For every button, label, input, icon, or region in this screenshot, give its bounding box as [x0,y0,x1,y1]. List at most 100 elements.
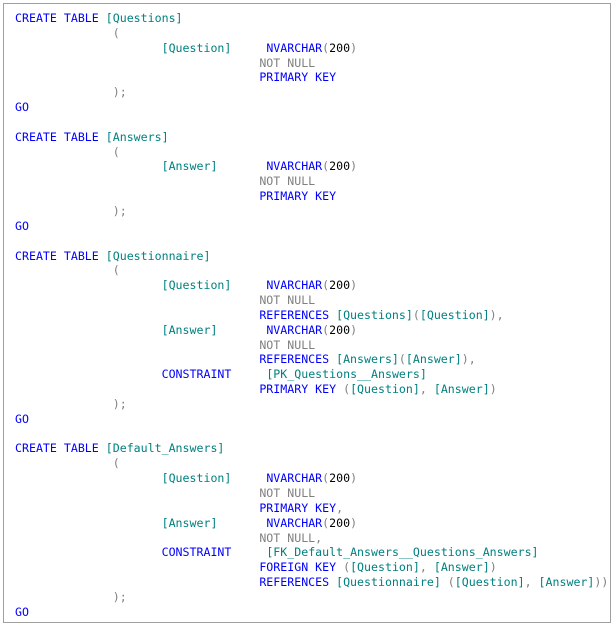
code-line: [Answer] NVARCHAR(200) [15,159,608,174]
code-token: CREATE TABLE [15,129,106,144]
code-token: 200 [329,278,351,293]
code-line: CREATE TABLE [Questions] [15,11,608,26]
code-token: ( [322,322,330,337]
code-token: NOT NULL [259,337,316,352]
code-token: ); [15,85,127,100]
code-token [15,382,259,396]
code-line: REFERENCES [Questions]([Question]), [15,308,608,323]
code-token: NVARCHAR [266,40,323,55]
code-token [15,278,162,292]
code-token [15,560,259,574]
code-token: REFERENCES [259,352,337,367]
code-line: REFERENCES [Answers]([Answer]), [15,352,608,367]
code-token: ) [350,322,358,337]
code-token: [Question] [161,278,232,293]
code-line: REFERENCES [Questionnaire] ([Question], … [15,575,608,590]
code-line: NOT NULL [15,293,608,308]
code-line: CONSTRAINT [PK_Questions__Answers] [15,367,608,382]
code-panel: CREATE TABLE [Questions] ( [Question] NV… [3,3,611,623]
code-line: [Question] NVARCHAR(200) [15,278,608,293]
code-line: GO [15,100,608,115]
code-line: PRIMARY KEY, [15,501,608,516]
code-token: ); [15,203,127,218]
code-token: 200 [329,159,351,174]
code-token: ) [601,575,609,590]
code-token: ( [322,278,330,293]
code-token: NOT NULL [259,55,316,70]
code-line: NOT NULL [15,56,608,71]
code-token: ( [398,352,406,367]
code-token: [Question] [161,40,232,55]
code-token [15,189,259,203]
code-token: ( [15,263,120,278]
code-token: ( [322,471,330,486]
code-token [15,501,259,515]
code-token: ) [350,278,358,293]
code-token: ) [594,575,602,590]
code-line: ( [15,26,608,41]
code-token: ) [350,471,358,486]
code-token: PRIMARY KEY [259,382,344,397]
code-token: [Question] [454,575,525,590]
code-token [231,41,266,55]
code-token: [Question] [161,471,232,486]
code-token: NVARCHAR [266,278,323,293]
code-line: [Question] NVARCHAR(200) [15,471,608,486]
code-token [15,56,259,70]
code-line: NOT NULL [15,486,608,501]
code-token [231,471,266,485]
code-token [15,516,162,530]
code-token: NOT NULL [259,174,316,189]
code-line [15,234,608,249]
code-token [15,174,259,188]
code-line: CONSTRAINT [FK_Default_Answers__Question… [15,545,608,560]
code-token: 200 [329,322,351,337]
code-token: [Answer] [433,560,490,575]
code-token: NOT NULL [259,293,316,308]
code-token: CONSTRAINT [161,367,232,382]
code-line: NOT NULL [15,338,608,353]
code-token: ) [489,382,497,397]
code-token [231,367,266,381]
code-token: NVARCHAR [266,322,323,337]
code-token: ( [412,307,420,322]
code-token [231,545,266,559]
code-line: [Answer] NVARCHAR(200) [15,323,608,338]
code-token: GO [15,100,29,115]
code-line: ); [15,85,608,100]
code-token [15,308,259,322]
code-token: REFERENCES [259,575,337,590]
code-token [15,575,259,589]
code-token [15,338,259,352]
code-token [231,278,266,292]
code-token: ( [343,382,351,397]
code-token [15,159,162,173]
code-token: CONSTRAINT [161,545,232,560]
code-token: [PK_Questions__Answers] [266,367,427,382]
code-token: [Question] [419,307,490,322]
code-token: ( [15,144,120,159]
code-token: ) [350,515,358,530]
code-token [15,545,162,559]
code-token: 200 [329,40,351,55]
code-line: ); [15,204,608,219]
code-line: NOT NULL [15,174,608,189]
code-token: CREATE TABLE [15,248,106,263]
code-token: [FK_Default_Answers__Questions_Answers] [266,545,539,560]
code-token: NVARCHAR [266,159,323,174]
code-token: [Answer] [161,159,218,174]
code-token [15,471,162,485]
code-token: ) [350,159,358,174]
code-token: PRIMARY KEY [259,70,337,85]
code-line: GO [15,219,608,234]
code-token [15,70,259,84]
code-token [15,323,162,337]
code-token: [Answer] [433,382,490,397]
code-token [217,159,266,173]
code-token [15,352,259,366]
code-token: , [315,530,323,545]
code-token: NVARCHAR [266,515,323,530]
code-token: REFERENCES [259,307,337,322]
code-token: [Answer] [161,515,218,530]
code-line [15,427,608,442]
